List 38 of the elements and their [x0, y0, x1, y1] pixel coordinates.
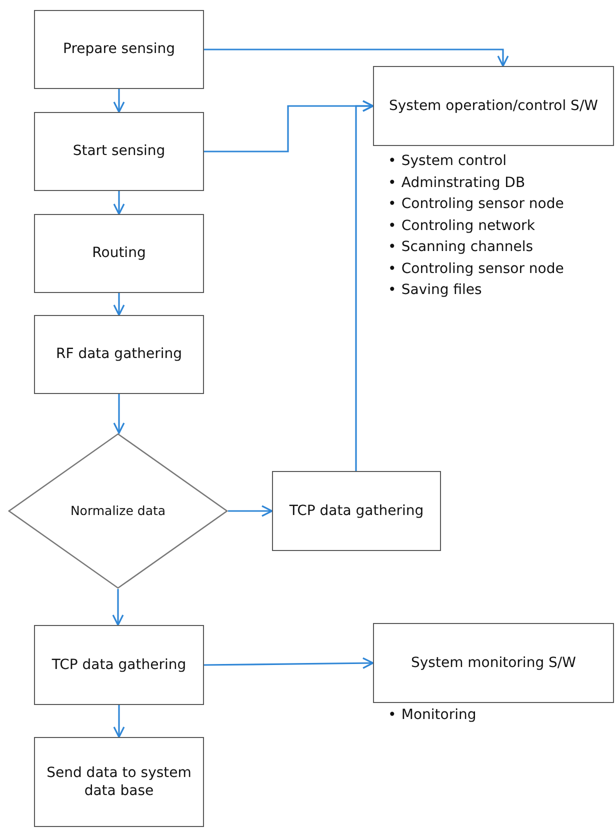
- process-box: [34, 315, 204, 394]
- step-label: System monitoring S/W: [410, 654, 577, 672]
- arrow: [113, 293, 125, 316]
- process-box: [272, 471, 441, 551]
- process-box: [34, 737, 204, 827]
- bullet-item: • Saving files: [388, 281, 483, 300]
- arrow: [204, 657, 374, 669]
- process-box: [34, 10, 204, 89]
- bullet-item: • Controling sensor node: [388, 195, 564, 214]
- bullet-item: • Monitoring: [388, 706, 476, 725]
- arrow: [113, 705, 125, 738]
- arrow: [112, 589, 124, 626]
- step-label: Routing: [91, 244, 147, 263]
- arrow: [113, 191, 125, 215]
- process-box: [34, 214, 204, 293]
- step-label: Start sensing: [72, 142, 166, 161]
- bullet-item: • Controling sensor node: [388, 260, 564, 278]
- step-label: System operation/control S/W: [388, 96, 599, 116]
- step-label: Normalize data: [69, 502, 167, 520]
- arrow: [228, 505, 273, 517]
- step-label: RF data gathering: [54, 345, 184, 364]
- decision-diamond: [8, 433, 228, 589]
- bullet-item: • Adminstrating DB: [388, 174, 526, 192]
- arrow: [355, 100, 374, 471]
- bullet-item: • Controling network: [388, 216, 536, 236]
- process-box: [34, 625, 204, 705]
- process-box: [34, 112, 204, 191]
- step-label: TCP data gathering: [50, 656, 188, 674]
- arrow: [204, 48, 509, 67]
- arrow: [113, 394, 125, 434]
- arrow: [113, 89, 125, 113]
- bullet-item: • System control: [388, 152, 508, 171]
- step-label: TCP data gathering: [288, 502, 425, 520]
- step-label: Send data to system data base: [46, 764, 192, 800]
- step-label: Prepare sensing: [62, 40, 176, 59]
- bullet-item: • Scanning channels: [388, 238, 534, 257]
- process-box: [373, 66, 614, 146]
- process-box: [373, 623, 614, 703]
